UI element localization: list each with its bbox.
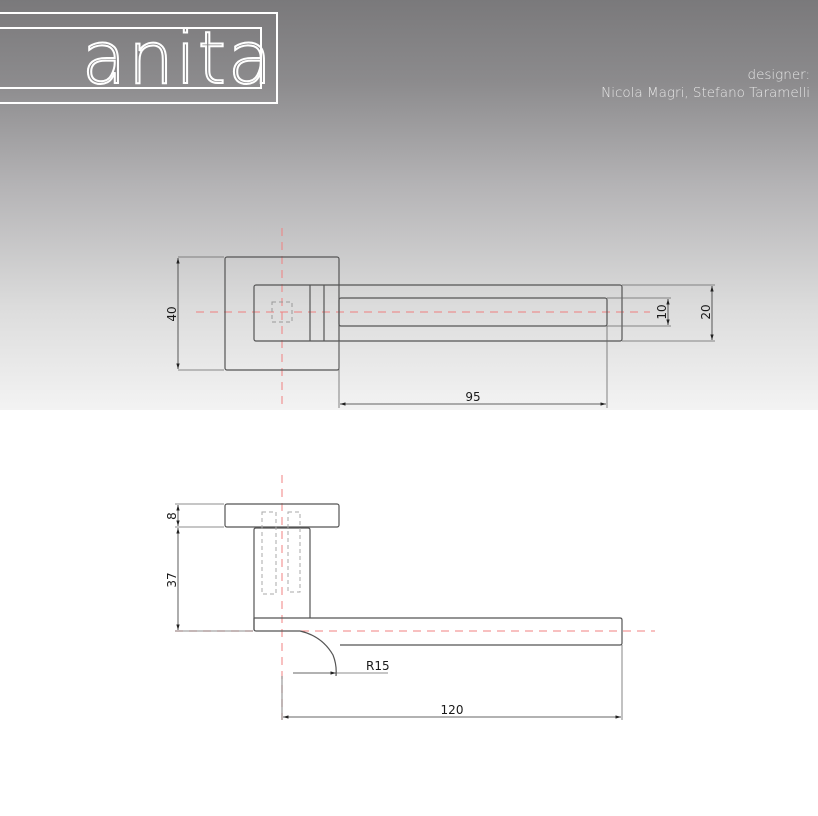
lever-arm-outline [254,617,623,646]
dim-label-total-length: 120 [441,703,464,717]
top-view: 40 95 10 20 [165,228,715,410]
inner-slot [338,297,608,327]
designer-credit: designer: Nicola Magri, Stefano Taramell… [601,66,810,102]
rosette-side [224,503,340,528]
designer-label: designer: [747,67,810,83]
logo-outer-frame [0,12,278,104]
dim-label-rosette-height: 40 [165,306,179,321]
spindle-hidden [271,301,293,323]
side-view: 8 37 R15 120 [165,475,655,720]
dim-label-rosette-thickness: 8 [165,512,179,520]
background-gradient [0,0,818,410]
dim-label-radius: R15 [366,659,390,673]
hidden-spindle-1 [261,511,277,595]
hidden-spindle-2 [287,511,301,593]
brand-logo: anita [81,16,275,100]
dim-label-lever-height: 20 [699,304,713,319]
lever-outline [253,284,623,342]
dim-label-lever-length: 95 [465,390,480,404]
lever-curve [253,618,337,677]
dim-label-slot-height: 10 [655,304,669,319]
dim-label-neck-height: 37 [165,572,179,587]
neck-outline [253,527,311,630]
designer-names: Nicola Magri, Stefano Taramelli [601,85,810,101]
logo-inner-frame [0,27,262,89]
